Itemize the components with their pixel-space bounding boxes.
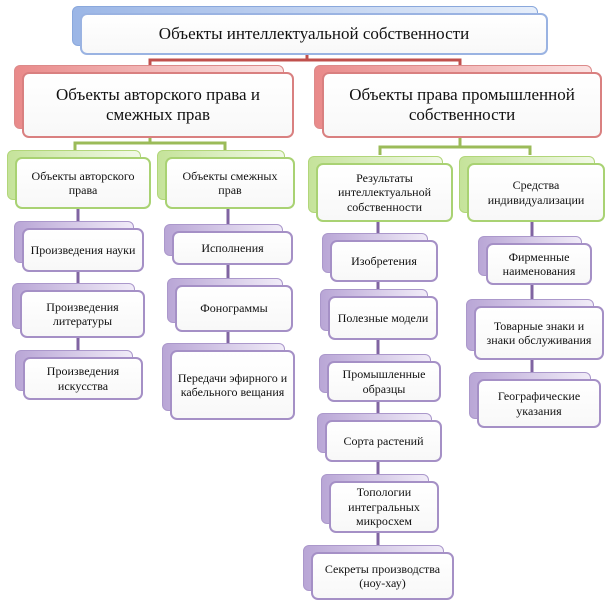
list-item: Топологии интегральных микросхем <box>321 474 439 533</box>
node-ip-results: Результаты интеллектуальной собственност… <box>308 156 453 222</box>
list-item: Секреты производства (ноу-хау) <box>303 545 454 600</box>
list-item: Произведения искусства <box>15 350 143 400</box>
list-item: Географические указания <box>469 372 601 428</box>
connector-industrial <box>378 137 532 155</box>
node-industrial: Объекты права промышленной собственности <box>314 65 602 138</box>
list-item: Изобретения <box>322 233 438 282</box>
node-related-rights: Объекты смежных прав <box>157 150 295 209</box>
list-item: Товарные знаки и знаки обслуживания <box>466 299 604 360</box>
list-item: Полезные модели <box>320 289 438 340</box>
list-item: Промышленные образцы <box>319 354 441 402</box>
list-item: Произведения литературы <box>12 283 145 338</box>
node-individualization: Средства индивидуализации <box>459 156 605 222</box>
list-item: Исполнения <box>164 224 293 265</box>
node-root: Объекты интеллектуальной собственности <box>72 6 548 55</box>
node-author-rights: Объекты авторского права <box>7 150 151 209</box>
list-item: Произведения науки <box>14 221 144 272</box>
node-copyright: Объекты авторского права и смежных прав <box>14 65 294 138</box>
connector-root <box>148 54 462 66</box>
list-item: Фонограммы <box>167 278 293 332</box>
connector-copyright <box>73 137 227 153</box>
list-item: Сорта растений <box>317 413 442 462</box>
list-item: Фирменные наименования <box>478 236 592 285</box>
list-item: Передачи эфирного и кабельного вещания <box>162 343 295 420</box>
